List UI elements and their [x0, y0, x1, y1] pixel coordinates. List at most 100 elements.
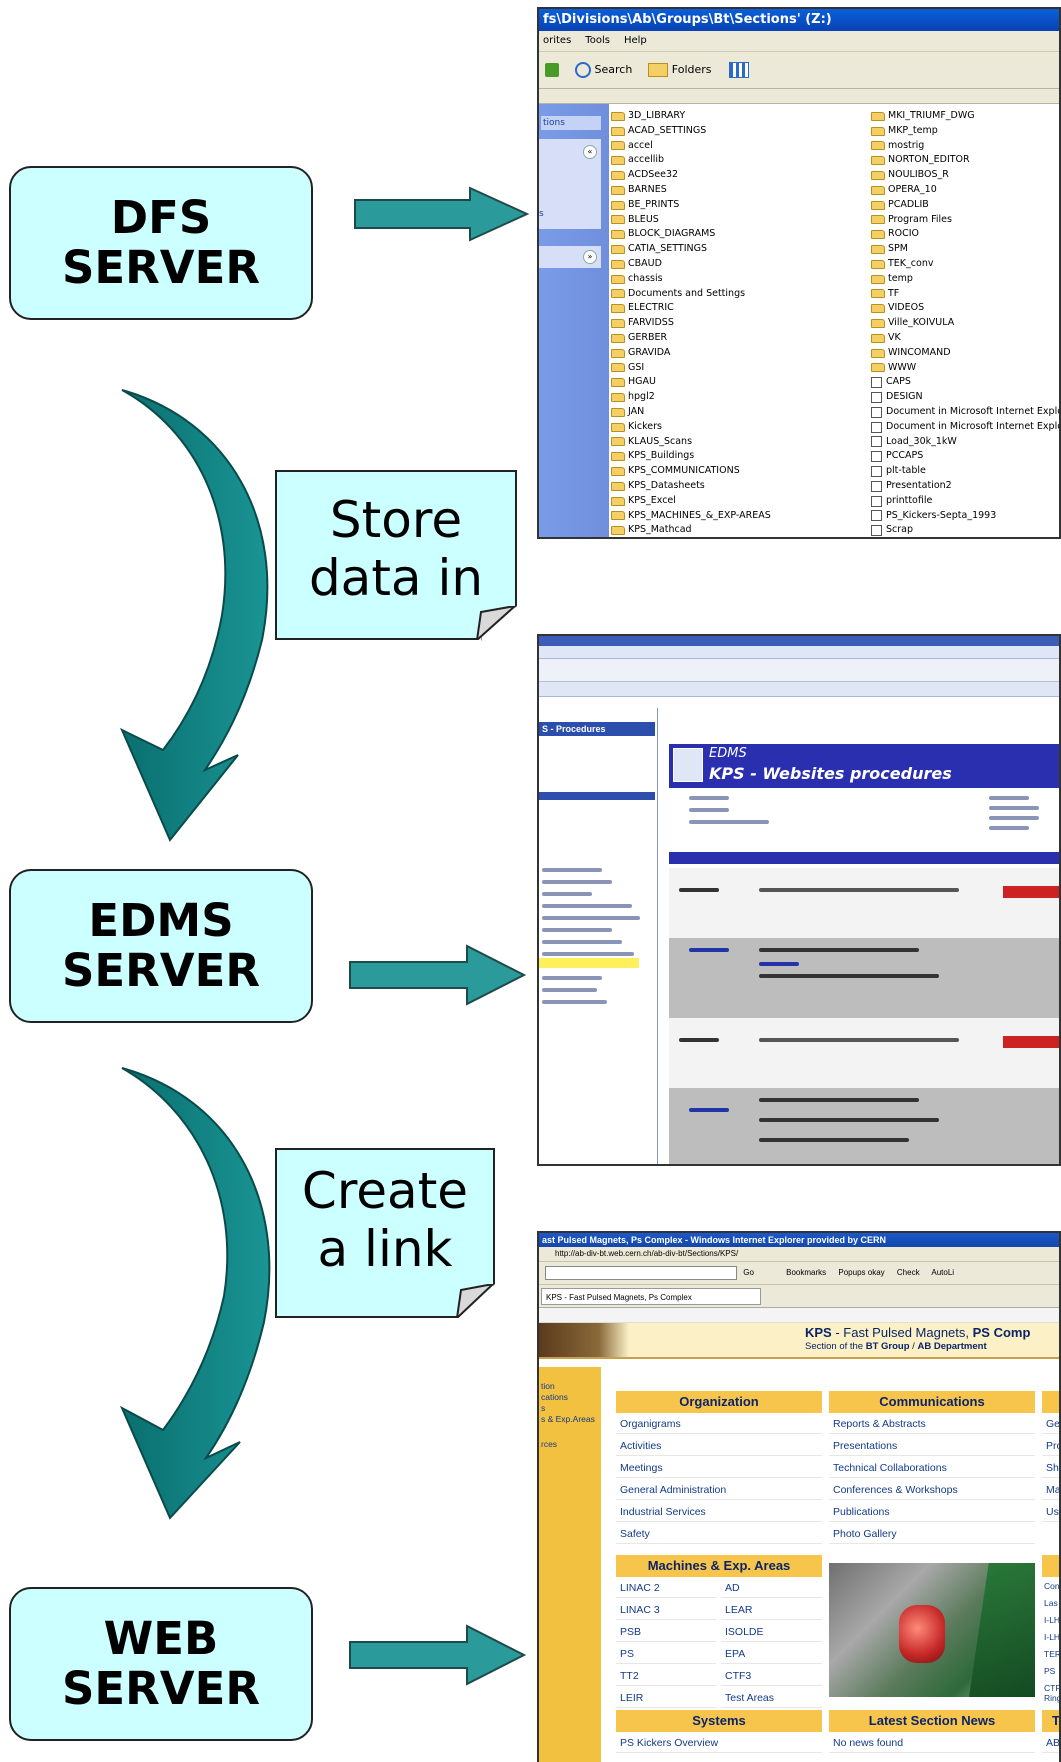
- file-item[interactable]: KPS_Excel: [611, 494, 851, 509]
- file-item[interactable]: Ville_KOIVULA: [871, 316, 1059, 331]
- file-item[interactable]: NORTON_EDITOR: [871, 153, 1059, 168]
- file-item[interactable]: CATIA_SETTINGS: [611, 242, 851, 257]
- file-item[interactable]: DESIGN: [871, 390, 1059, 405]
- file-item[interactable]: KPS_Mathcad: [611, 523, 851, 537]
- left-nav-item-5[interactable]: rces: [541, 1439, 558, 1449]
- third-col-link-4[interactable]: Mac: [1042, 1480, 1059, 1500]
- views-icon[interactable]: [729, 62, 750, 78]
- file-item[interactable]: KPS_Datasheets: [611, 479, 851, 494]
- file-item[interactable]: printtofile: [871, 494, 1059, 509]
- machine-link-isolde[interactable]: ISOLDE: [721, 1622, 822, 1642]
- file-item[interactable]: MKI_TRIUMF_DWG: [871, 109, 1059, 124]
- third-lower-2[interactable]: Las: [1044, 1598, 1058, 1608]
- organization-link-3[interactable]: Meetings: [616, 1458, 822, 1478]
- file-item[interactable]: Document in Microsoft Internet Explore: [871, 405, 1059, 420]
- file-item[interactable]: 3D_LIBRARY: [611, 109, 851, 124]
- third-lower-4[interactable]: I-LH: [1044, 1632, 1061, 1642]
- search-button[interactable]: Search: [594, 63, 633, 76]
- file-item[interactable]: PCADLIB: [871, 198, 1059, 213]
- third-lower-6[interactable]: PS: [1044, 1666, 1056, 1676]
- left-nav-item-2[interactable]: cations: [541, 1392, 568, 1402]
- news-link[interactable]: No news found: [829, 1733, 1035, 1753]
- machine-link-psb[interactable]: PSB: [616, 1622, 716, 1642]
- expand-chevron-icon[interactable]: »: [583, 250, 597, 264]
- folders-button[interactable]: Folders: [671, 63, 712, 76]
- collapse-chevron-icon[interactable]: «: [583, 145, 597, 159]
- organization-link-1[interactable]: Organigrams: [616, 1414, 822, 1434]
- communications-link-1[interactable]: Reports & Abstracts: [829, 1414, 1035, 1434]
- file-item[interactable]: SPM: [871, 242, 1059, 257]
- organization-link-4[interactable]: General Administration: [616, 1480, 822, 1500]
- file-item[interactable]: mostrig: [871, 139, 1059, 154]
- third-lower-1[interactable]: Con: [1044, 1581, 1060, 1591]
- communications-link-5[interactable]: Publications: [829, 1502, 1035, 1522]
- file-item[interactable]: BE_PRINTS: [611, 198, 851, 213]
- third-lower-5[interactable]: TER: [1044, 1649, 1061, 1659]
- file-item[interactable]: PS_Kickers-Septa_1993: [871, 509, 1059, 524]
- edms-address-bar[interactable]: [539, 646, 1059, 659]
- file-item[interactable]: accel: [611, 139, 851, 154]
- third-lower-8[interactable]: Ring: [1044, 1693, 1061, 1703]
- file-item[interactable]: ACDSee32: [611, 168, 851, 183]
- file-item[interactable]: NOULIBOS_R: [871, 168, 1059, 183]
- web-search-field[interactable]: [545, 1265, 737, 1280]
- file-item[interactable]: Presentation2: [871, 479, 1059, 494]
- autolink-button[interactable]: AutoLi: [931, 1268, 955, 1277]
- file-item[interactable]: OPERA_10: [871, 183, 1059, 198]
- file-item[interactable]: ELECTRIC: [611, 301, 851, 316]
- bookmarks-button[interactable]: Bookmarks: [786, 1268, 827, 1277]
- web-address-bar[interactable]: http://ab-div-bt.web.cern.ch/ab-div-bt/S…: [539, 1247, 1059, 1262]
- file-item[interactable]: KPS_MACHINES_&_EXP-AREAS: [611, 509, 851, 524]
- up-folder-icon[interactable]: [545, 63, 559, 77]
- web-tab[interactable]: KPS - Fast Pulsed Magnets, Ps Complex: [541, 1288, 761, 1305]
- file-item[interactable]: hpgl2: [611, 390, 851, 405]
- file-item[interactable]: BARNES: [611, 183, 851, 198]
- file-item[interactable]: Documents and Settings: [611, 287, 851, 302]
- menu-favorites[interactable]: orites: [543, 35, 572, 46]
- file-item[interactable]: MKP_temp: [871, 124, 1059, 139]
- file-item[interactable]: HGAU: [611, 375, 851, 390]
- communications-link-6[interactable]: Photo Gallery: [829, 1524, 1035, 1544]
- file-item[interactable]: Kickers: [611, 420, 851, 435]
- search-icon[interactable]: [574, 62, 591, 78]
- file-item[interactable]: CBAUD: [611, 257, 851, 272]
- machine-link-tt2[interactable]: TT2: [616, 1666, 716, 1686]
- file-item[interactable]: PCCAPS: [871, 449, 1059, 464]
- file-item[interactable]: VK: [871, 331, 1059, 346]
- file-item[interactable]: Document in Microsoft Internet Explore: [871, 420, 1059, 435]
- machine-link-linac2[interactable]: LINAC 2: [616, 1578, 716, 1598]
- file-item[interactable]: GRAVIDA: [611, 346, 851, 361]
- popups-button[interactable]: Popups okay: [838, 1268, 885, 1277]
- file-item[interactable]: BLOCK_DIAGRAMS: [611, 227, 851, 242]
- organization-link-2[interactable]: Activities: [616, 1436, 822, 1456]
- corner-link[interactable]: AB: [1042, 1733, 1059, 1753]
- machine-link-lear[interactable]: LEAR: [721, 1600, 822, 1620]
- third-lower-7[interactable]: CTF: [1044, 1683, 1061, 1693]
- machine-link-leir[interactable]: LEIR: [616, 1688, 716, 1708]
- third-col-link-5[interactable]: Use: [1042, 1502, 1059, 1522]
- machine-link-ctf3[interactable]: CTF3: [721, 1666, 822, 1686]
- file-item[interactable]: temp: [871, 272, 1059, 287]
- menu-tools[interactable]: Tools: [585, 35, 610, 46]
- file-item[interactable]: WWW: [871, 361, 1059, 376]
- file-item[interactable]: VIDEOS: [871, 301, 1059, 316]
- file-item[interactable]: WINCOMAND: [871, 346, 1059, 361]
- third-col-link-2[interactable]: Proj: [1042, 1436, 1059, 1456]
- file-item[interactable]: BLEUS: [611, 213, 851, 228]
- third-col-link-1[interactable]: Gen: [1042, 1414, 1059, 1434]
- file-item[interactable]: Program Files: [871, 213, 1059, 228]
- left-nav-item-3[interactable]: s: [541, 1403, 546, 1413]
- file-item[interactable]: chassis: [611, 272, 851, 287]
- machine-link-ps[interactable]: PS: [616, 1644, 716, 1664]
- file-item[interactable]: KLAUS_Scans: [611, 435, 851, 450]
- organization-link-5[interactable]: Industrial Services: [616, 1502, 822, 1522]
- file-item[interactable]: plt-table: [871, 464, 1059, 479]
- file-item[interactable]: FARVIDSS: [611, 316, 851, 331]
- communications-link-4[interactable]: Conferences & Workshops: [829, 1480, 1035, 1500]
- file-item[interactable]: Scrap: [871, 523, 1059, 537]
- file-item[interactable]: TF: [871, 287, 1059, 302]
- machine-link-test-areas[interactable]: Test Areas: [721, 1688, 822, 1708]
- check-button[interactable]: Check: [896, 1268, 920, 1277]
- folders-icon[interactable]: [647, 63, 668, 77]
- left-nav-item-4[interactable]: s & Exp.Areas: [541, 1414, 595, 1424]
